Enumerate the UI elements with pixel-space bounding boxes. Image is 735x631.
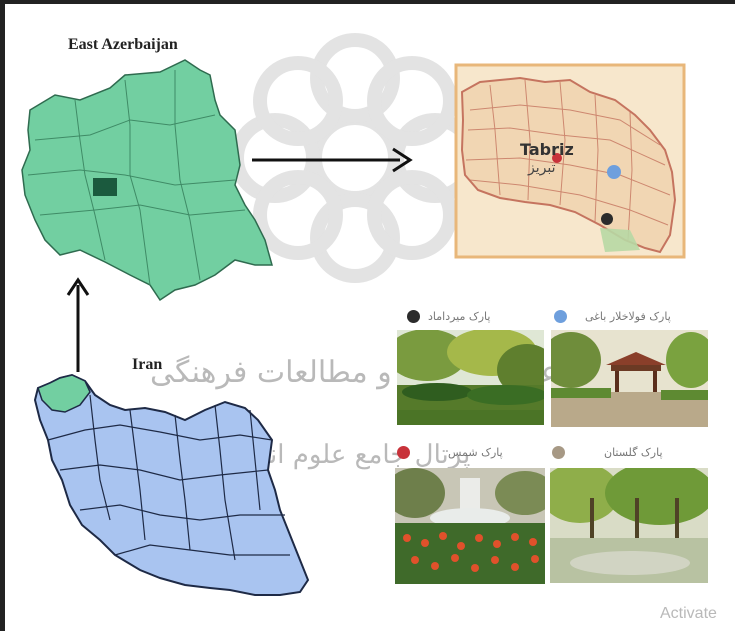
tabriz-city-dot xyxy=(552,153,562,163)
iran-map xyxy=(33,373,310,596)
park-dot-fulakhlar xyxy=(554,310,567,323)
iran-highlight-east-azerbaijan xyxy=(37,374,91,413)
park-photo-shams xyxy=(395,468,545,584)
park-dot-mirdamad xyxy=(407,310,420,323)
province-title: East Azerbaijan xyxy=(68,36,178,53)
park-label-fulakhlar: پارک فولاخلار باغی xyxy=(585,310,671,323)
park-marker-mirdamad xyxy=(601,213,613,225)
park-dot-golestan xyxy=(552,446,565,459)
city-label-en: Tabriz xyxy=(520,140,574,159)
park-photo-golestan xyxy=(550,468,708,583)
park-label-shams: پارک شمس xyxy=(448,446,503,459)
country-title: Iran xyxy=(132,356,163,373)
park-marker-fulakhlar xyxy=(607,165,621,179)
park-dot-shams xyxy=(397,446,410,459)
tabriz-marker xyxy=(93,178,117,196)
windows-activation-overlay: Activate xyxy=(660,605,717,622)
city-label-fa: تبریز xyxy=(528,160,556,176)
park-label-mirdamad: پارک میرداماد xyxy=(428,310,491,323)
tabriz-city-map xyxy=(454,63,686,259)
park-photo-fulakhlar xyxy=(551,330,708,427)
province-map xyxy=(21,59,273,302)
watermark-emblem xyxy=(230,33,480,283)
arrow-up xyxy=(66,277,90,372)
park-label-golestan: پارک گلستان xyxy=(604,446,663,459)
park-photo-mirdamad xyxy=(397,330,544,425)
arrow-right xyxy=(252,147,413,173)
